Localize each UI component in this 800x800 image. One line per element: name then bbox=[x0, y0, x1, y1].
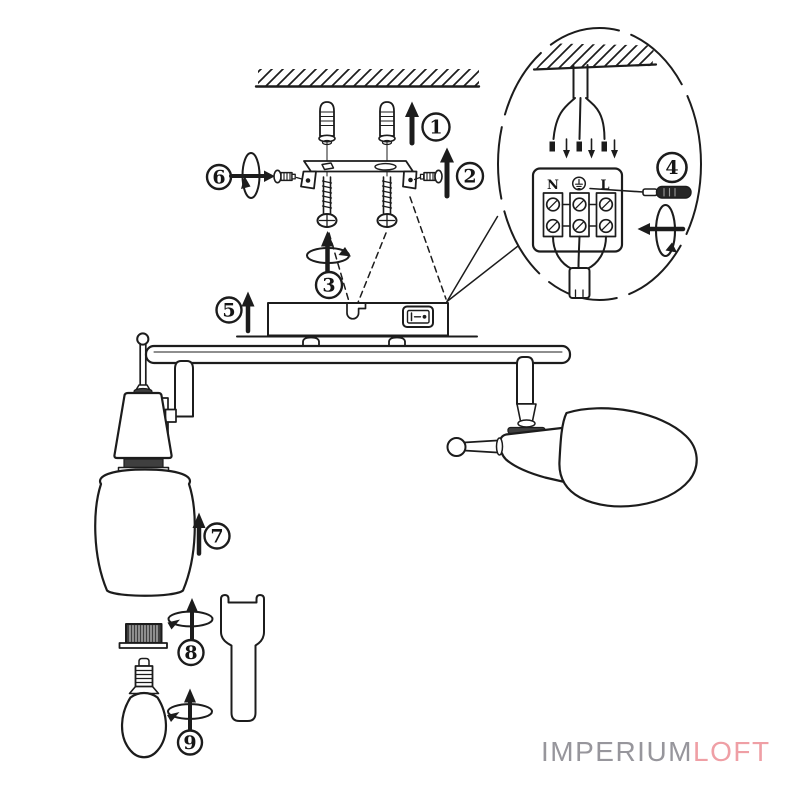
step-5: 5 bbox=[215, 291, 255, 334]
candle-bulb: 9 bbox=[120, 657, 213, 759]
step-6-marker: 6 bbox=[205, 163, 233, 191]
right-lamp-head bbox=[446, 356, 698, 508]
wall-anchors bbox=[318, 101, 396, 177]
step-3: 3 bbox=[306, 231, 351, 300]
step-9: 9 bbox=[167, 688, 213, 756]
step-7: 7 bbox=[192, 512, 231, 556]
side-screw-left bbox=[273, 169, 296, 184]
side-screw-right bbox=[419, 169, 443, 184]
alignment-guides bbox=[328, 196, 447, 306]
glass-shade-left: 7 bbox=[94, 468, 231, 597]
brand-part-1: IMPERIUM bbox=[541, 736, 693, 767]
terminal-block: N L bbox=[531, 167, 624, 299]
step-number: 6 bbox=[212, 167, 225, 189]
step-number: 7 bbox=[210, 526, 223, 548]
mounting-screws bbox=[316, 176, 398, 228]
step-9-marker: 9 bbox=[176, 729, 204, 756]
step-6: 6 bbox=[205, 152, 305, 199]
step-2-marker: 2 bbox=[455, 161, 485, 191]
adjust-knob[interactable] bbox=[136, 332, 150, 346]
power-switch[interactable] bbox=[402, 305, 434, 328]
brand-watermark: IMPERIUMLOFT bbox=[541, 736, 771, 767]
step-number: 4 bbox=[665, 157, 678, 179]
glass-shade-right bbox=[558, 407, 698, 508]
step-8-marker: 8 bbox=[177, 638, 205, 667]
canopy-foot-right bbox=[388, 336, 406, 347]
bracket-side-hole-left bbox=[305, 178, 311, 183]
ground-icon bbox=[571, 176, 587, 191]
screwdriver-icon bbox=[589, 185, 692, 199]
step-number: 2 bbox=[463, 166, 476, 188]
bracket-side-hole-right bbox=[408, 177, 413, 183]
step-2: 2 bbox=[413, 147, 485, 199]
step-number: 9 bbox=[183, 732, 196, 754]
bulb-thread bbox=[134, 665, 154, 688]
canopy-foot-left bbox=[302, 336, 320, 347]
step-7-marker: 7 bbox=[203, 522, 231, 550]
retaining-ring: 8 bbox=[118, 598, 214, 667]
socket-tool bbox=[220, 594, 265, 722]
left-lamp-head bbox=[113, 332, 194, 472]
step-8: 8 bbox=[167, 598, 214, 667]
neutral-terminal-label: N bbox=[547, 178, 559, 193]
step-number: 5 bbox=[222, 300, 235, 322]
ceiling-hatch bbox=[258, 69, 479, 86]
detail-circle bbox=[497, 27, 702, 301]
live-terminal-label: L bbox=[600, 178, 609, 193]
drop-cylinder bbox=[174, 360, 194, 418]
socket-band bbox=[123, 458, 164, 469]
step-5-marker: 5 bbox=[215, 296, 243, 324]
lamp-holder bbox=[498, 426, 571, 485]
ceiling-hatch bbox=[536, 43, 654, 69]
mounting-bracket bbox=[300, 160, 418, 190]
drop-cylinder bbox=[516, 356, 534, 405]
step-3-marker: 3 bbox=[314, 270, 344, 300]
step-number: 1 bbox=[429, 117, 442, 139]
supply-cable bbox=[549, 64, 607, 152]
detail-leader-lines bbox=[446, 215, 519, 303]
keyhole-slot bbox=[346, 302, 367, 320]
lamp-holder bbox=[113, 391, 173, 460]
insert-arrows bbox=[563, 138, 618, 159]
step-1: 1 bbox=[405, 101, 451, 146]
pivot-joint bbox=[164, 408, 177, 423]
adjust-knob[interactable] bbox=[446, 437, 467, 457]
fixture-bar bbox=[144, 344, 572, 365]
step-number: 3 bbox=[322, 275, 335, 297]
ceiling bbox=[254, 69, 481, 88]
step-number: 8 bbox=[184, 642, 197, 664]
bulb-glass bbox=[120, 691, 168, 759]
wall-anchor bbox=[318, 101, 336, 146]
brand-part-2: LOFT bbox=[693, 736, 771, 767]
step-1-marker: 1 bbox=[421, 112, 451, 142]
fixture-cable bbox=[568, 267, 591, 299]
wiring-detail-view: N L bbox=[497, 27, 702, 301]
step-4-marker: 4 bbox=[656, 151, 688, 184]
step-4-rotate bbox=[637, 203, 686, 258]
terminal-screws bbox=[545, 197, 614, 234]
bracket-slot-left bbox=[321, 162, 335, 171]
canopy bbox=[236, 302, 478, 347]
bracket-slot-right bbox=[374, 162, 397, 171]
mounting-screw bbox=[316, 176, 338, 228]
